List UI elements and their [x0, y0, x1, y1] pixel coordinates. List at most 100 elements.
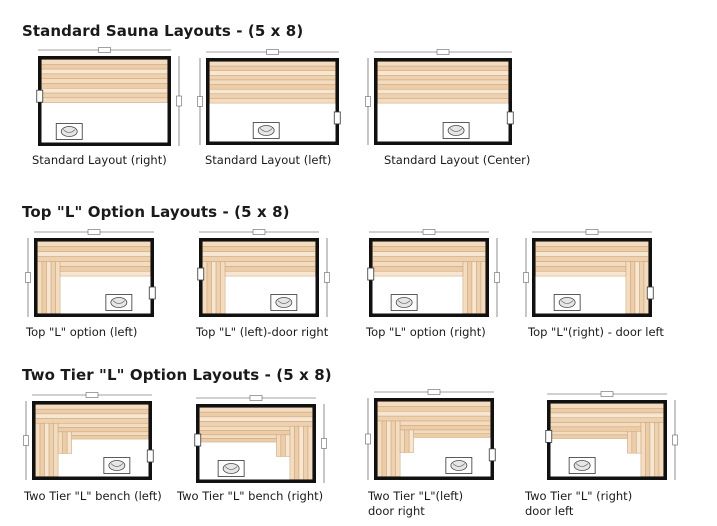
bench-board: [631, 430, 637, 454]
wall: [547, 400, 667, 404]
bench-board: [199, 425, 291, 431]
heater-icon: [568, 457, 596, 474]
bench-board: [535, 256, 649, 262]
door-marker: [333, 111, 341, 125]
wall: [315, 238, 319, 317]
dimension-label-box: [85, 392, 99, 398]
bench-board: [550, 412, 664, 418]
heater-icon: [442, 122, 470, 139]
bench-board: [372, 241, 486, 247]
floor-plan-svg: [365, 49, 514, 145]
floor-plan-svg: [197, 49, 341, 145]
bench-board: [37, 256, 151, 262]
heater-icon: [105, 294, 133, 311]
dimension-label-box: [25, 272, 31, 283]
door-marker: [197, 267, 205, 281]
heater-stones: [275, 297, 293, 308]
heater-pattern: [560, 300, 574, 304]
heater-icon: [553, 294, 581, 311]
bench-board: [209, 98, 336, 104]
bench-board: [550, 422, 642, 428]
dimension-label-box: [249, 395, 263, 401]
wall: [369, 313, 489, 317]
bench-board: [377, 88, 509, 95]
heater-stones: [257, 125, 275, 136]
bench-board: [209, 93, 336, 99]
bench-board: [294, 425, 300, 480]
heater-stones: [60, 126, 78, 137]
bench-board: [535, 251, 649, 257]
wall: [374, 58, 378, 145]
layout-diagram: [24, 228, 166, 320]
bench-board: [35, 404, 149, 410]
heater-stones: [395, 297, 413, 308]
layout-caption: Top "L" option (right): [366, 325, 486, 339]
bench-board: [280, 434, 286, 457]
bench-board: [199, 411, 313, 418]
wall: [485, 238, 489, 317]
heater-pattern: [575, 463, 589, 467]
bench-board: [53, 422, 59, 477]
floor-plan-svg: [367, 229, 500, 317]
bench-board: [408, 429, 414, 453]
bench-board: [41, 59, 168, 65]
wall: [374, 141, 512, 145]
bench-board: [645, 422, 651, 477]
wall: [374, 398, 494, 402]
bench-board: [377, 406, 491, 412]
layout-diagram: [186, 394, 328, 486]
bench-board: [41, 78, 168, 84]
bench-board: [636, 430, 642, 454]
bench-board: [550, 417, 664, 423]
heater-icon: [445, 457, 473, 474]
heater-stones: [110, 297, 128, 308]
bench-board: [209, 65, 336, 71]
bench-board: [640, 422, 646, 477]
wall: [32, 401, 152, 405]
bench-board: [35, 408, 149, 415]
bench-board: [535, 261, 627, 267]
heater-pattern: [110, 463, 124, 467]
heater-stones: [222, 463, 240, 474]
layout-diagram: [364, 48, 524, 148]
dimension-label-box: [365, 433, 371, 445]
bench-board: [303, 425, 309, 480]
dimension-label-box: [266, 49, 279, 55]
bench-board: [285, 434, 291, 457]
heater-pattern: [63, 129, 76, 133]
layout-caption: Two Tier "L" bench (right): [177, 489, 324, 503]
bench-board: [404, 429, 410, 453]
wall: [196, 479, 316, 483]
bench-board: [467, 261, 473, 314]
bench-board: [377, 70, 509, 76]
layout-diagram: [522, 228, 664, 320]
door-marker: [545, 430, 553, 443]
heater-icon: [390, 294, 418, 311]
bench-board: [625, 261, 631, 314]
bench-board: [377, 411, 491, 417]
bench-board: [386, 420, 392, 477]
dimension-label-box: [427, 389, 441, 395]
dimension-label-box: [436, 49, 450, 55]
dimension-label-box: [600, 391, 614, 397]
bench-board: [71, 431, 149, 436]
floor-plan-svg: [545, 391, 678, 480]
bench-board: [41, 92, 168, 99]
bench-board: [372, 256, 486, 262]
heater-pattern: [452, 463, 466, 467]
bench-board: [224, 271, 316, 277]
bench-board: [209, 84, 336, 90]
bench-board: [211, 261, 217, 314]
bench-board: [48, 422, 54, 477]
layout-diagram: [364, 388, 506, 483]
bench-board: [62, 431, 68, 454]
bench-board: [199, 416, 313, 422]
bench-board: [206, 261, 212, 314]
wall: [34, 238, 38, 317]
bench-board: [209, 79, 336, 85]
dimension-label-box: [176, 95, 182, 107]
wall: [34, 238, 154, 242]
layout-caption: Two Tier "L" bench (left): [24, 489, 162, 503]
bench-board: [372, 251, 486, 257]
bench-board: [224, 266, 316, 272]
